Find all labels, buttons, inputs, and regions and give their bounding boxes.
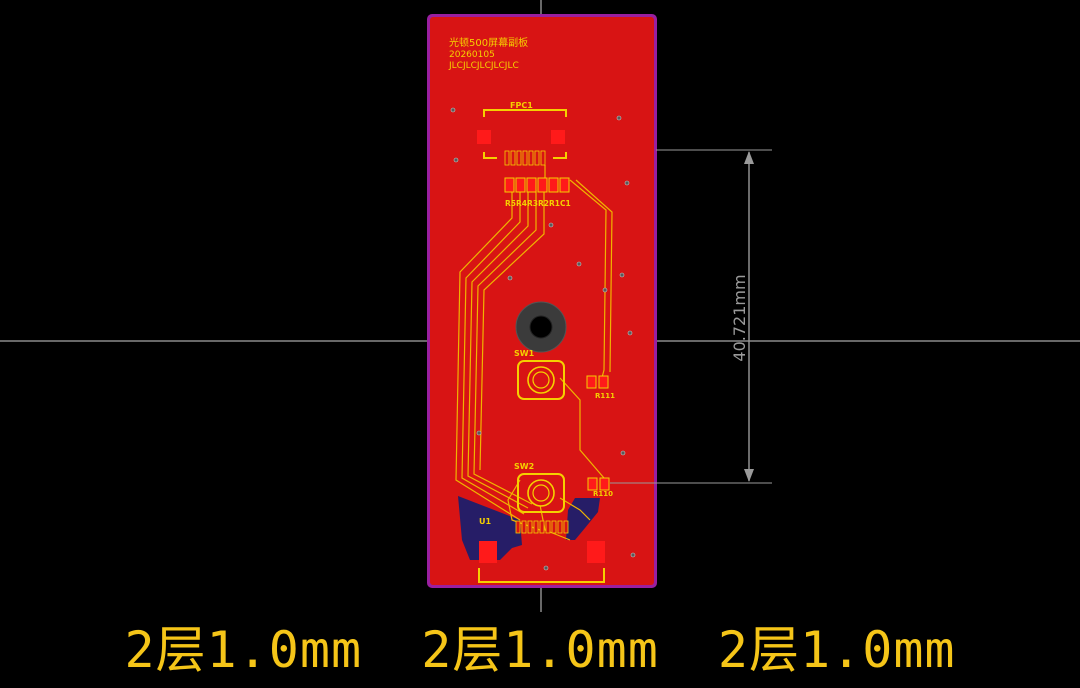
bottom-copper-region xyxy=(458,496,522,560)
mounting-hole xyxy=(529,315,553,339)
sw1-switch[interactable] xyxy=(517,360,565,400)
bottom-copper-region-2 xyxy=(566,498,600,540)
caption-item: 2层1.0mm xyxy=(421,621,659,679)
silkscreen-code: JLCJLCJLCJLCJLC xyxy=(448,61,519,71)
dimension-arrow-top xyxy=(744,151,754,164)
u1-connector[interactable] xyxy=(478,520,605,583)
silkscreen-title: 光顿500屏幕副板 xyxy=(449,36,528,49)
vias xyxy=(450,107,636,571)
layer-caption: 2层1.0mm 2层1.0mm 2层1.0mm xyxy=(0,612,1080,688)
pcb-board[interactable]: 光顿500屏幕副板 20260105 JLCJLCJLCJLCJLC FPC1 … xyxy=(427,14,657,588)
fpc1-connector[interactable] xyxy=(477,109,567,166)
label-u1: U1 xyxy=(479,517,491,526)
r110-resistor[interactable] xyxy=(587,477,610,491)
caption-item: 2层1.0mm xyxy=(717,621,956,679)
caption-item: 2层1.0mm xyxy=(124,621,363,679)
label-sw1: SW1 xyxy=(514,349,535,358)
label-r111: R111 xyxy=(595,392,615,400)
traces xyxy=(455,165,613,541)
label-r110: R110 xyxy=(593,490,613,498)
sw2-switch[interactable] xyxy=(517,473,565,513)
dimension-label: 40.721mm xyxy=(730,274,749,361)
dimension-arrow-bottom xyxy=(744,469,754,482)
dimension-measure[interactable]: 40.721mm xyxy=(610,149,772,484)
silkscreen-date: 20260105 xyxy=(449,50,495,60)
r111-resistor[interactable] xyxy=(586,375,609,389)
label-fpc1: FPC1 xyxy=(510,101,533,110)
label-sw2: SW2 xyxy=(514,462,534,471)
resistor-array[interactable] xyxy=(504,177,570,193)
label-resistor-row: R5R4R3R2R1C1 xyxy=(505,199,571,208)
